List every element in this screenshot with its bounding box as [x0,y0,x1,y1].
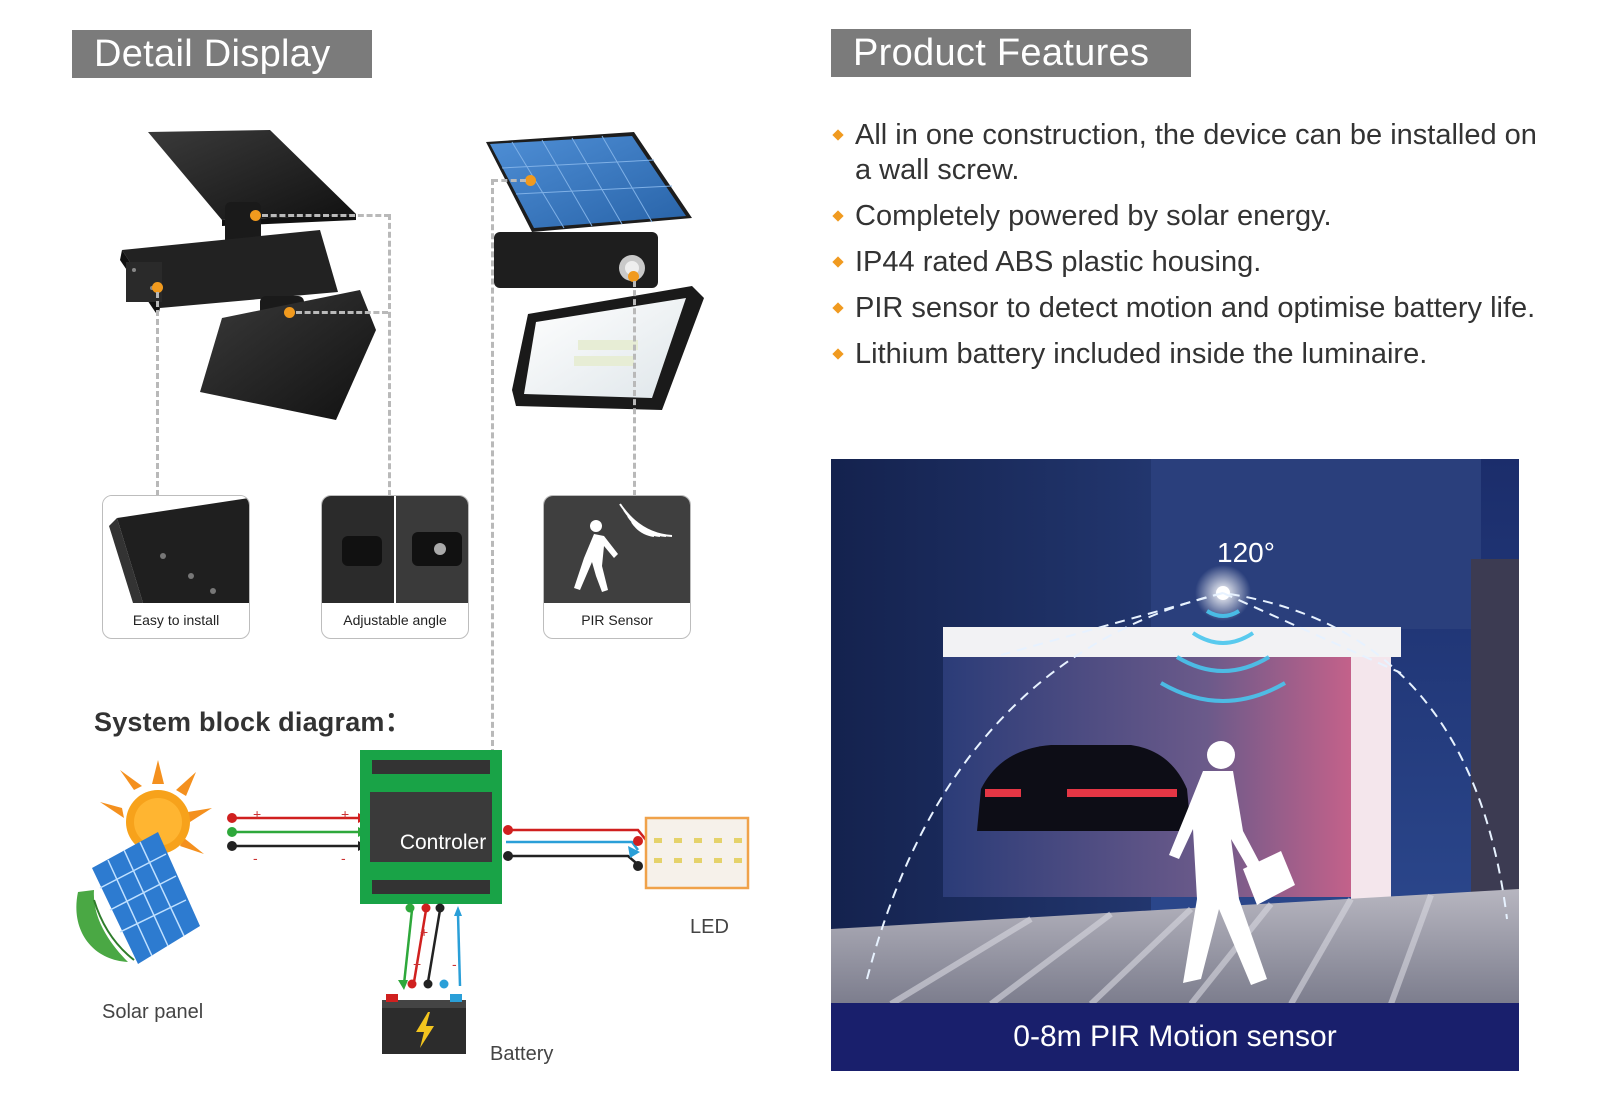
thumb-caption: Easy to install [132,612,220,628]
battery-icon [382,994,466,1054]
callout-dot [250,210,261,221]
diamond-bullet-icon [832,348,844,360]
diamond-bullet-icon [832,129,844,141]
product-side-view-image [120,130,376,420]
product-front-view-image [486,132,704,410]
leader-line [491,179,494,755]
thumb-pir-sensor: PIR Sensor [543,495,691,639]
leader-line [633,281,636,496]
feature-item: Completely powered by solar energy. [831,199,1551,234]
product-features-header: Product Features [831,29,1191,77]
feature-item: All in one construction, the device can … [831,118,1551,188]
plus-sign: + [420,924,429,940]
callout-dot [152,282,163,293]
walking-person-icon [544,496,690,603]
features-list: All in one construction, the device can … [831,118,1551,383]
sun-icon [100,760,212,854]
solar-panel-icon [76,832,200,964]
minus-sign: - [341,850,346,866]
leader-line [262,214,390,217]
walking-man-icon [1169,741,1295,985]
solar-panel-label: Solar panel [102,1001,204,1023]
feature-item: PIR sensor to detect motion and optimise… [831,291,1551,326]
controller-label: Controler [399,831,487,854]
plus-sign: + [253,806,262,822]
led-label: LED [690,916,729,938]
diamond-bullet-icon [832,302,844,314]
minus-sign: - [253,850,258,866]
hinge-image [322,496,468,603]
led-panel-icon [644,816,750,890]
leader-line [492,179,526,182]
thumb-caption: Adjustable angle [343,612,447,628]
leader-line [156,292,159,496]
garage-scene-image [831,459,1519,1071]
callout-dot [525,175,536,186]
plus-sign: + [413,956,422,972]
plus-sign: + [341,806,350,822]
photo-caption: 0-8m PIR Motion sensor [831,1003,1519,1071]
minus-sign: - [452,956,457,972]
install-bracket-image [103,496,249,603]
thumb-caption: PIR Sensor [581,612,653,628]
diamond-bullet-icon [832,210,844,222]
system-block-diagram [76,750,750,1054]
diagram-title: System block diagram： [94,707,412,737]
detail-display-header: Detail Display [72,30,372,78]
feature-item: Lithium battery included inside the lumi… [831,337,1551,372]
callout-dot [284,307,295,318]
garage-scene-photo: 120° 0-8m PIR Motion sensor [831,459,1519,1071]
detection-angle-label: 120° [1217,537,1275,568]
thumb-easy-install: Easy to install [102,495,250,639]
leader-line [388,214,391,496]
battery-label: Battery [490,1043,554,1065]
thumb-adjustable-angle: Adjustable angle [321,495,469,639]
leader-line [296,311,388,314]
feature-item: IP44 rated ABS plastic housing. [831,245,1551,280]
callout-dot [628,271,639,282]
diamond-bullet-icon [832,256,844,268]
